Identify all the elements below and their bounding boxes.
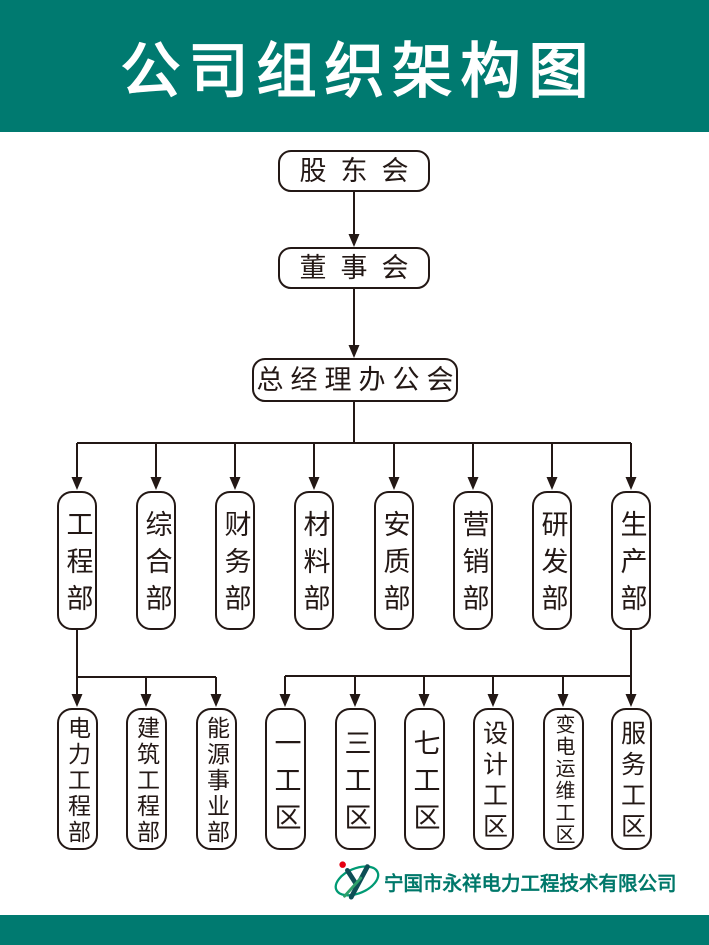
node-label: 设计工区: [479, 720, 508, 844]
node-label: 研发部: [537, 510, 568, 621]
logo-red-dot: [339, 861, 346, 868]
logo-letter-y-stem: [348, 864, 370, 900]
bottom-teal-bar: [0, 915, 709, 945]
node-sub-0-1: 建筑工程部: [125, 708, 167, 850]
node-dept-0: 工程部: [57, 491, 97, 630]
node-label: 安质部: [379, 510, 410, 621]
node-sub-7-5: 服务工区: [610, 708, 652, 850]
node-label: 综合部: [141, 510, 172, 621]
node-label: 服务工区: [617, 720, 646, 844]
node-dept-2: 财务部: [215, 491, 255, 630]
node-dept-3: 材料部: [294, 491, 334, 630]
node-label: 工程部: [62, 510, 93, 621]
node-label: 三工区: [340, 728, 371, 840]
node-sub-0-2: 能源事业部: [195, 708, 237, 850]
node-shareholders: 股东会: [278, 150, 430, 192]
node-label: 建筑工程部: [133, 715, 160, 846]
node-label: 一工区: [270, 728, 301, 840]
node-label: 营销部: [458, 510, 489, 621]
node-label: 七工区: [409, 728, 440, 840]
node-sub-7-4: 变电运维工区: [542, 708, 584, 850]
node-sub-7-3: 设计工区: [472, 708, 514, 850]
node-dept-4: 安质部: [374, 491, 414, 630]
page-title: 公司组织架构图: [120, 37, 597, 105]
node-label: 能源事业部: [203, 715, 230, 846]
company-name: 宁国市永祥电力工程技术有限公司: [384, 873, 677, 895]
node-label: 财务部: [220, 510, 251, 621]
company-logo-icon: [334, 861, 380, 900]
node-dept-5: 营销部: [453, 491, 493, 630]
node-dept-7: 生产部: [611, 491, 651, 630]
node-board: 董事会: [278, 247, 430, 289]
logo-ellipse: [334, 865, 380, 897]
node-sub-7-2: 七工区: [403, 708, 445, 850]
node-label: 生产部: [616, 510, 647, 621]
node-label: 材料部: [299, 510, 330, 621]
node-sub-0-0: 电力工程部: [56, 708, 98, 850]
node-dept-6: 研发部: [532, 491, 572, 630]
logo-green-slash: [343, 876, 363, 898]
node-label: 股东会: [299, 155, 423, 186]
title-banner: 公司组织架构图: [0, 0, 709, 132]
logo-letter-y-left-arm: [345, 868, 359, 887]
node-sub-7-0: 一工区: [264, 708, 306, 850]
node-label: 变电运维工区: [552, 714, 574, 846]
node-dept-1: 综合部: [136, 491, 176, 630]
node-label: 董事会: [299, 252, 423, 283]
node-sub-7-1: 三工区: [334, 708, 376, 850]
node-label: 电力工程部: [64, 715, 91, 846]
node-label: 总经理办公会: [256, 364, 461, 395]
node-gm-office: 总经理办公会: [252, 358, 458, 402]
